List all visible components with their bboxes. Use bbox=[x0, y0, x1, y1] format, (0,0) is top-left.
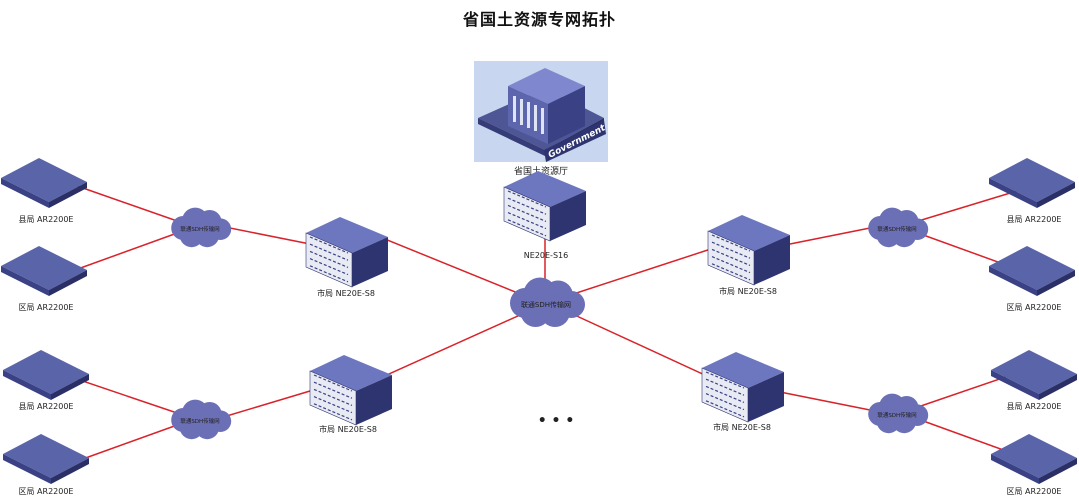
site-label: 区局 AR2200E bbox=[1007, 487, 1062, 496]
city-router-label: 市局 NE20E-S8 bbox=[319, 424, 377, 434]
branch-cloud bbox=[171, 207, 232, 248]
branch-cloud-label: 联通SDH传输网 bbox=[180, 417, 220, 425]
site-router bbox=[989, 246, 1075, 296]
city-router bbox=[305, 217, 388, 288]
link bbox=[779, 225, 881, 247]
link bbox=[914, 189, 1021, 223]
link bbox=[74, 231, 181, 271]
site-router bbox=[3, 434, 89, 484]
link bbox=[79, 423, 181, 461]
hq-label: 省国土资源厅 bbox=[514, 165, 568, 177]
link bbox=[374, 234, 541, 303]
branch-cloud bbox=[868, 207, 929, 248]
core-label: NE20E-S16 bbox=[524, 251, 568, 260]
site-router bbox=[1, 158, 87, 208]
city-router-label: 市局 NE20E-S8 bbox=[713, 422, 771, 432]
core-switch bbox=[503, 171, 586, 242]
branch-cloud bbox=[868, 393, 929, 434]
site-router bbox=[991, 350, 1077, 400]
page-title: 省国土资源专网拓扑 bbox=[462, 10, 616, 29]
site-router bbox=[989, 158, 1075, 208]
link bbox=[779, 391, 881, 413]
city-router bbox=[701, 352, 784, 423]
link bbox=[379, 305, 541, 379]
site-router bbox=[1, 246, 87, 296]
link bbox=[219, 225, 316, 246]
city-router-label: 市局 NE20E-S8 bbox=[317, 288, 375, 298]
site-label: 县局 AR2200E bbox=[19, 402, 74, 411]
more-indicator: • • • bbox=[538, 413, 575, 429]
site-label: 县局 AR2200E bbox=[1007, 402, 1062, 411]
site-router bbox=[3, 350, 89, 400]
branch-cloud-label: 联通SDH传输网 bbox=[180, 225, 220, 233]
site-label: 区局 AR2200E bbox=[1007, 303, 1062, 312]
site-label: 区局 AR2200E bbox=[19, 487, 74, 496]
site-label: 县局 AR2200E bbox=[19, 215, 74, 224]
link bbox=[219, 387, 321, 419]
hq-building: Government bbox=[474, 61, 608, 162]
backbone-cloud-shape bbox=[510, 277, 585, 327]
site-label: 区局 AR2200E bbox=[19, 303, 74, 312]
city-router bbox=[707, 215, 790, 286]
branch-cloud-label: 联通SDH传输网 bbox=[877, 225, 917, 233]
link bbox=[554, 245, 721, 301]
backbone-cloud bbox=[510, 277, 585, 327]
link bbox=[554, 305, 721, 383]
backbone-label: 联通SDH传输网 bbox=[521, 300, 571, 309]
branch-cloud bbox=[171, 399, 232, 440]
site-label: 县局 AR2200E bbox=[1007, 215, 1062, 224]
city-router bbox=[309, 355, 392, 426]
site-router bbox=[991, 434, 1077, 484]
branch-cloud-label: 联通SDH传输网 bbox=[877, 411, 917, 419]
core-switch-body bbox=[503, 171, 586, 242]
city-router-label: 市局 NE20E-S8 bbox=[719, 286, 777, 296]
